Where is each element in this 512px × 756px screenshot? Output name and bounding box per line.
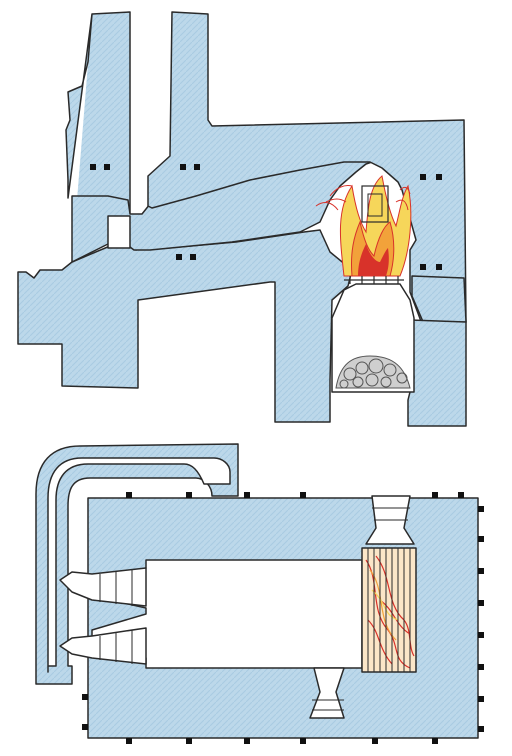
anchor-marker-icon [90, 164, 442, 270]
furnace-plan-view [35, 443, 479, 739]
upper-burner-nozzle [59, 567, 147, 607]
flame-icon [315, 175, 412, 277]
return-duct-inner [47, 457, 231, 673]
left-throat [107, 215, 131, 249]
upper-flue-column [147, 11, 467, 325]
right-firebox-wall [411, 275, 467, 325]
coal-pile-icon [335, 355, 411, 389]
anchor-marker-icon [82, 492, 484, 744]
grate-icon [362, 547, 416, 673]
lower-right-pier [407, 319, 467, 427]
bottom-outlet-nozzle [309, 667, 345, 719]
grate-icon [344, 276, 404, 284]
lower-burner-nozzle [59, 627, 147, 665]
